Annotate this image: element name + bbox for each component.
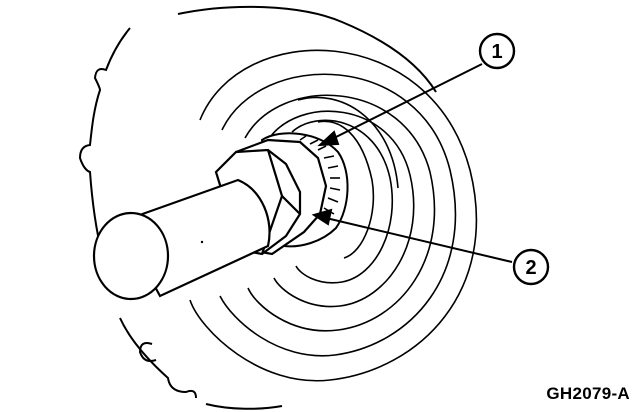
shaft-mark [200, 240, 204, 244]
callout-1-circle [478, 32, 516, 70]
callout-2-circle [512, 248, 550, 286]
callout-2-label: 2 [525, 257, 536, 279]
leader-line-2 [325, 217, 513, 263]
housing-rim-left [78, 27, 197, 399]
leader-lines [311, 63, 513, 263]
housing-notch-bottom [138, 342, 157, 362]
bore-ring-4 [267, 110, 415, 308]
shaft [92, 178, 271, 301]
callout-1: 1 [478, 32, 516, 70]
bore-rings [189, 49, 478, 382]
bore-ring-3 [244, 94, 436, 332]
arrowhead-2 [311, 208, 333, 226]
arrowhead-1 [317, 130, 340, 147]
housing-rim-arc [177, 5, 437, 93]
bore-ring-1 [189, 49, 478, 382]
figure-id: GH2079-A [546, 384, 630, 403]
housing-outline [78, 5, 437, 410]
callout-2: 2 [512, 248, 550, 286]
bore-ring-7 [297, 96, 399, 189]
housing-rim-bottom [205, 403, 283, 410]
bore-ring-2 [219, 73, 457, 357]
bore-ring-5 [291, 119, 394, 284]
bore-ring-6 [317, 120, 375, 259]
leader-line-1 [329, 63, 483, 141]
callout-1-label: 1 [491, 41, 502, 63]
shaft-end [92, 211, 170, 301]
